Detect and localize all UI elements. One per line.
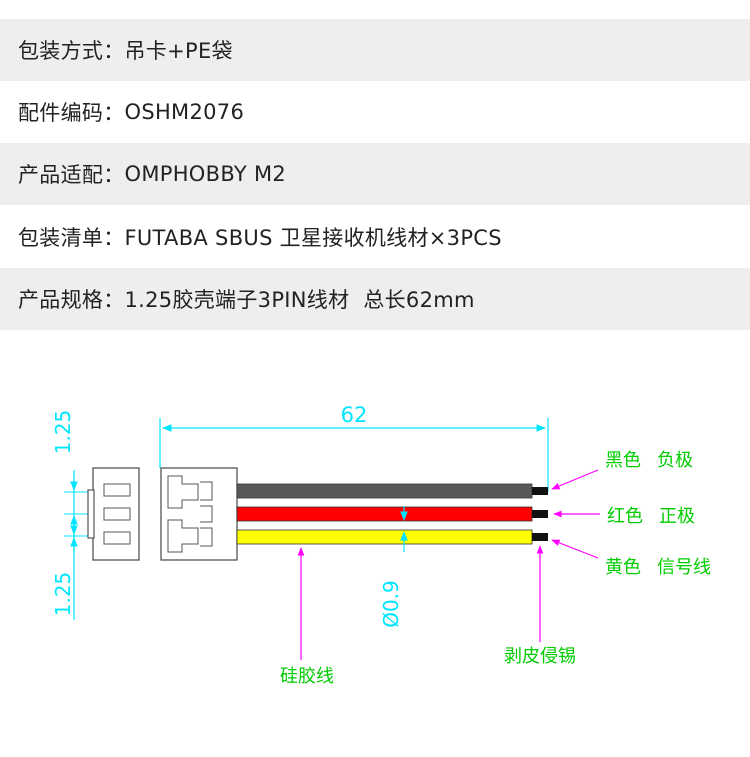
spec-label: 产品规格： [18, 288, 125, 312]
callout-red-color: 红色 [607, 506, 643, 527]
length-value: 62 [341, 403, 368, 427]
strip-tin-callout: 剥皮侵锡 [504, 545, 576, 667]
wire-tip-black [532, 487, 548, 495]
wire-tip-red [532, 510, 548, 518]
spec-value: OSHM2076 [124, 100, 245, 124]
silicone-callout: 硅胶线 [280, 547, 334, 687]
spec-row-packaging: 包装方式：吊卡+PE袋 [0, 19, 750, 81]
spec-row-part-code: 配件编码：OSHM2076 [0, 81, 750, 143]
strip-tin-label: 剥皮侵锡 [504, 646, 576, 667]
callout-red-role: 正极 [659, 506, 695, 527]
spec-row-package-list: 包装清单：FUTABA SBUS 卫星接收机线材×3PCS [0, 206, 750, 268]
pitch-top-value: 1.25 [51, 410, 75, 455]
wires [236, 483, 548, 545]
callout-yellow-role: 信号线 [657, 557, 711, 578]
wire-yellow [236, 529, 533, 545]
connector-housing-left [87, 467, 140, 561]
spec-label: 产品适配： [18, 163, 125, 187]
spec-value: FUTABA SBUS 卫星接收机线材×3PCS [124, 226, 502, 250]
wire-black [236, 483, 533, 499]
pitch-bottom-value: 1.25 [51, 572, 75, 617]
connector-housing-right [160, 467, 238, 561]
wire-tip-yellow [532, 533, 548, 541]
cable-diagram: 62 1.25 1.25 [51, 403, 711, 687]
pitch-dimension: 1.25 1.25 [51, 410, 96, 620]
length-dimension: 62 [159, 403, 549, 492]
spec-row-compatibility: 产品适配：OMPHOBBY M2 [0, 143, 750, 205]
spec-label: 配件编码： [18, 101, 125, 125]
spec-row-specification: 产品规格：1.25胶壳端子3PIN线材 总长62mm [0, 268, 750, 330]
callout-black-role: 负极 [657, 450, 693, 471]
spec-value: 1.25胶壳端子3PIN线材 总长62mm [124, 288, 475, 312]
spec-value: OMPHOBBY M2 [124, 162, 287, 186]
wire-red [236, 506, 533, 522]
spec-value: 吊卡+PE袋 [124, 39, 233, 63]
diameter-value: Ø0.9 [379, 580, 403, 628]
silicone-label: 硅胶线 [280, 666, 334, 687]
spec-label: 包装方式： [18, 39, 125, 63]
wire-callouts: 黑色 负极 红色 正极 黄色 信号线 [551, 450, 711, 578]
callout-yellow-color: 黄色 [605, 557, 641, 578]
spec-label: 包装清单： [18, 226, 125, 250]
callout-black-color: 黑色 [605, 450, 641, 471]
diameter-dimension: Ø0.9 [379, 506, 408, 628]
